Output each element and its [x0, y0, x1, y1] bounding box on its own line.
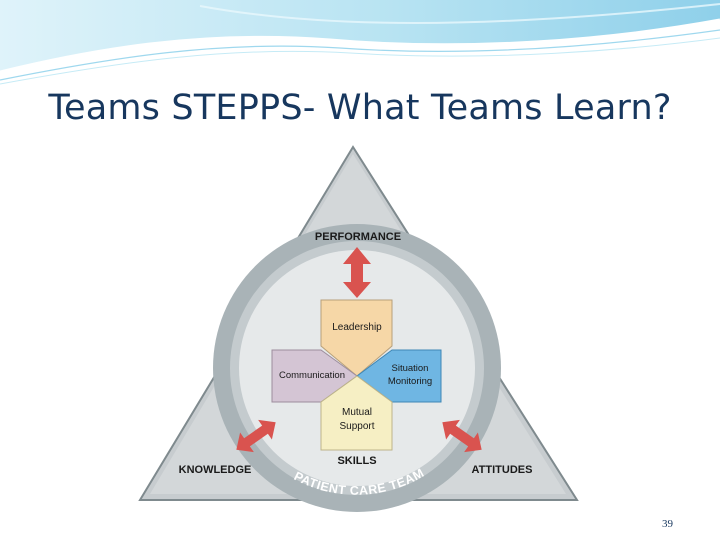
slide-title: Teams STEPPS- What Teams Learn? — [48, 88, 672, 128]
situation-monitoring-shape — [356, 349, 442, 403]
support-label: Support — [339, 421, 374, 432]
leadership-shape — [320, 299, 393, 377]
attitudes-arrow — [442, 419, 482, 453]
situation-label: Situation — [392, 363, 429, 374]
communication-label: Communication — [279, 370, 345, 381]
skills-label: SKILLS — [337, 455, 376, 467]
knowledge-label: KNOWLEDGE — [179, 464, 252, 476]
leadership-label: Leadership — [332, 322, 382, 333]
mutual-support-shape — [320, 375, 393, 451]
performance-label: PERFORMANCE — [315, 231, 401, 243]
teamstepps-diagram: PERFORMANCE KNOWLEDGE ATTITUDES Leadersh… — [138, 145, 579, 512]
header-wave-band — [0, 0, 720, 85]
monitoring-label: Monitoring — [388, 376, 432, 387]
knowledge-arrow — [236, 419, 276, 453]
attitudes-label: ATTITUDES — [472, 464, 533, 476]
page-number: 39 — [662, 518, 673, 530]
mutual-label: Mutual — [342, 407, 372, 418]
performance-arrow — [343, 247, 371, 298]
